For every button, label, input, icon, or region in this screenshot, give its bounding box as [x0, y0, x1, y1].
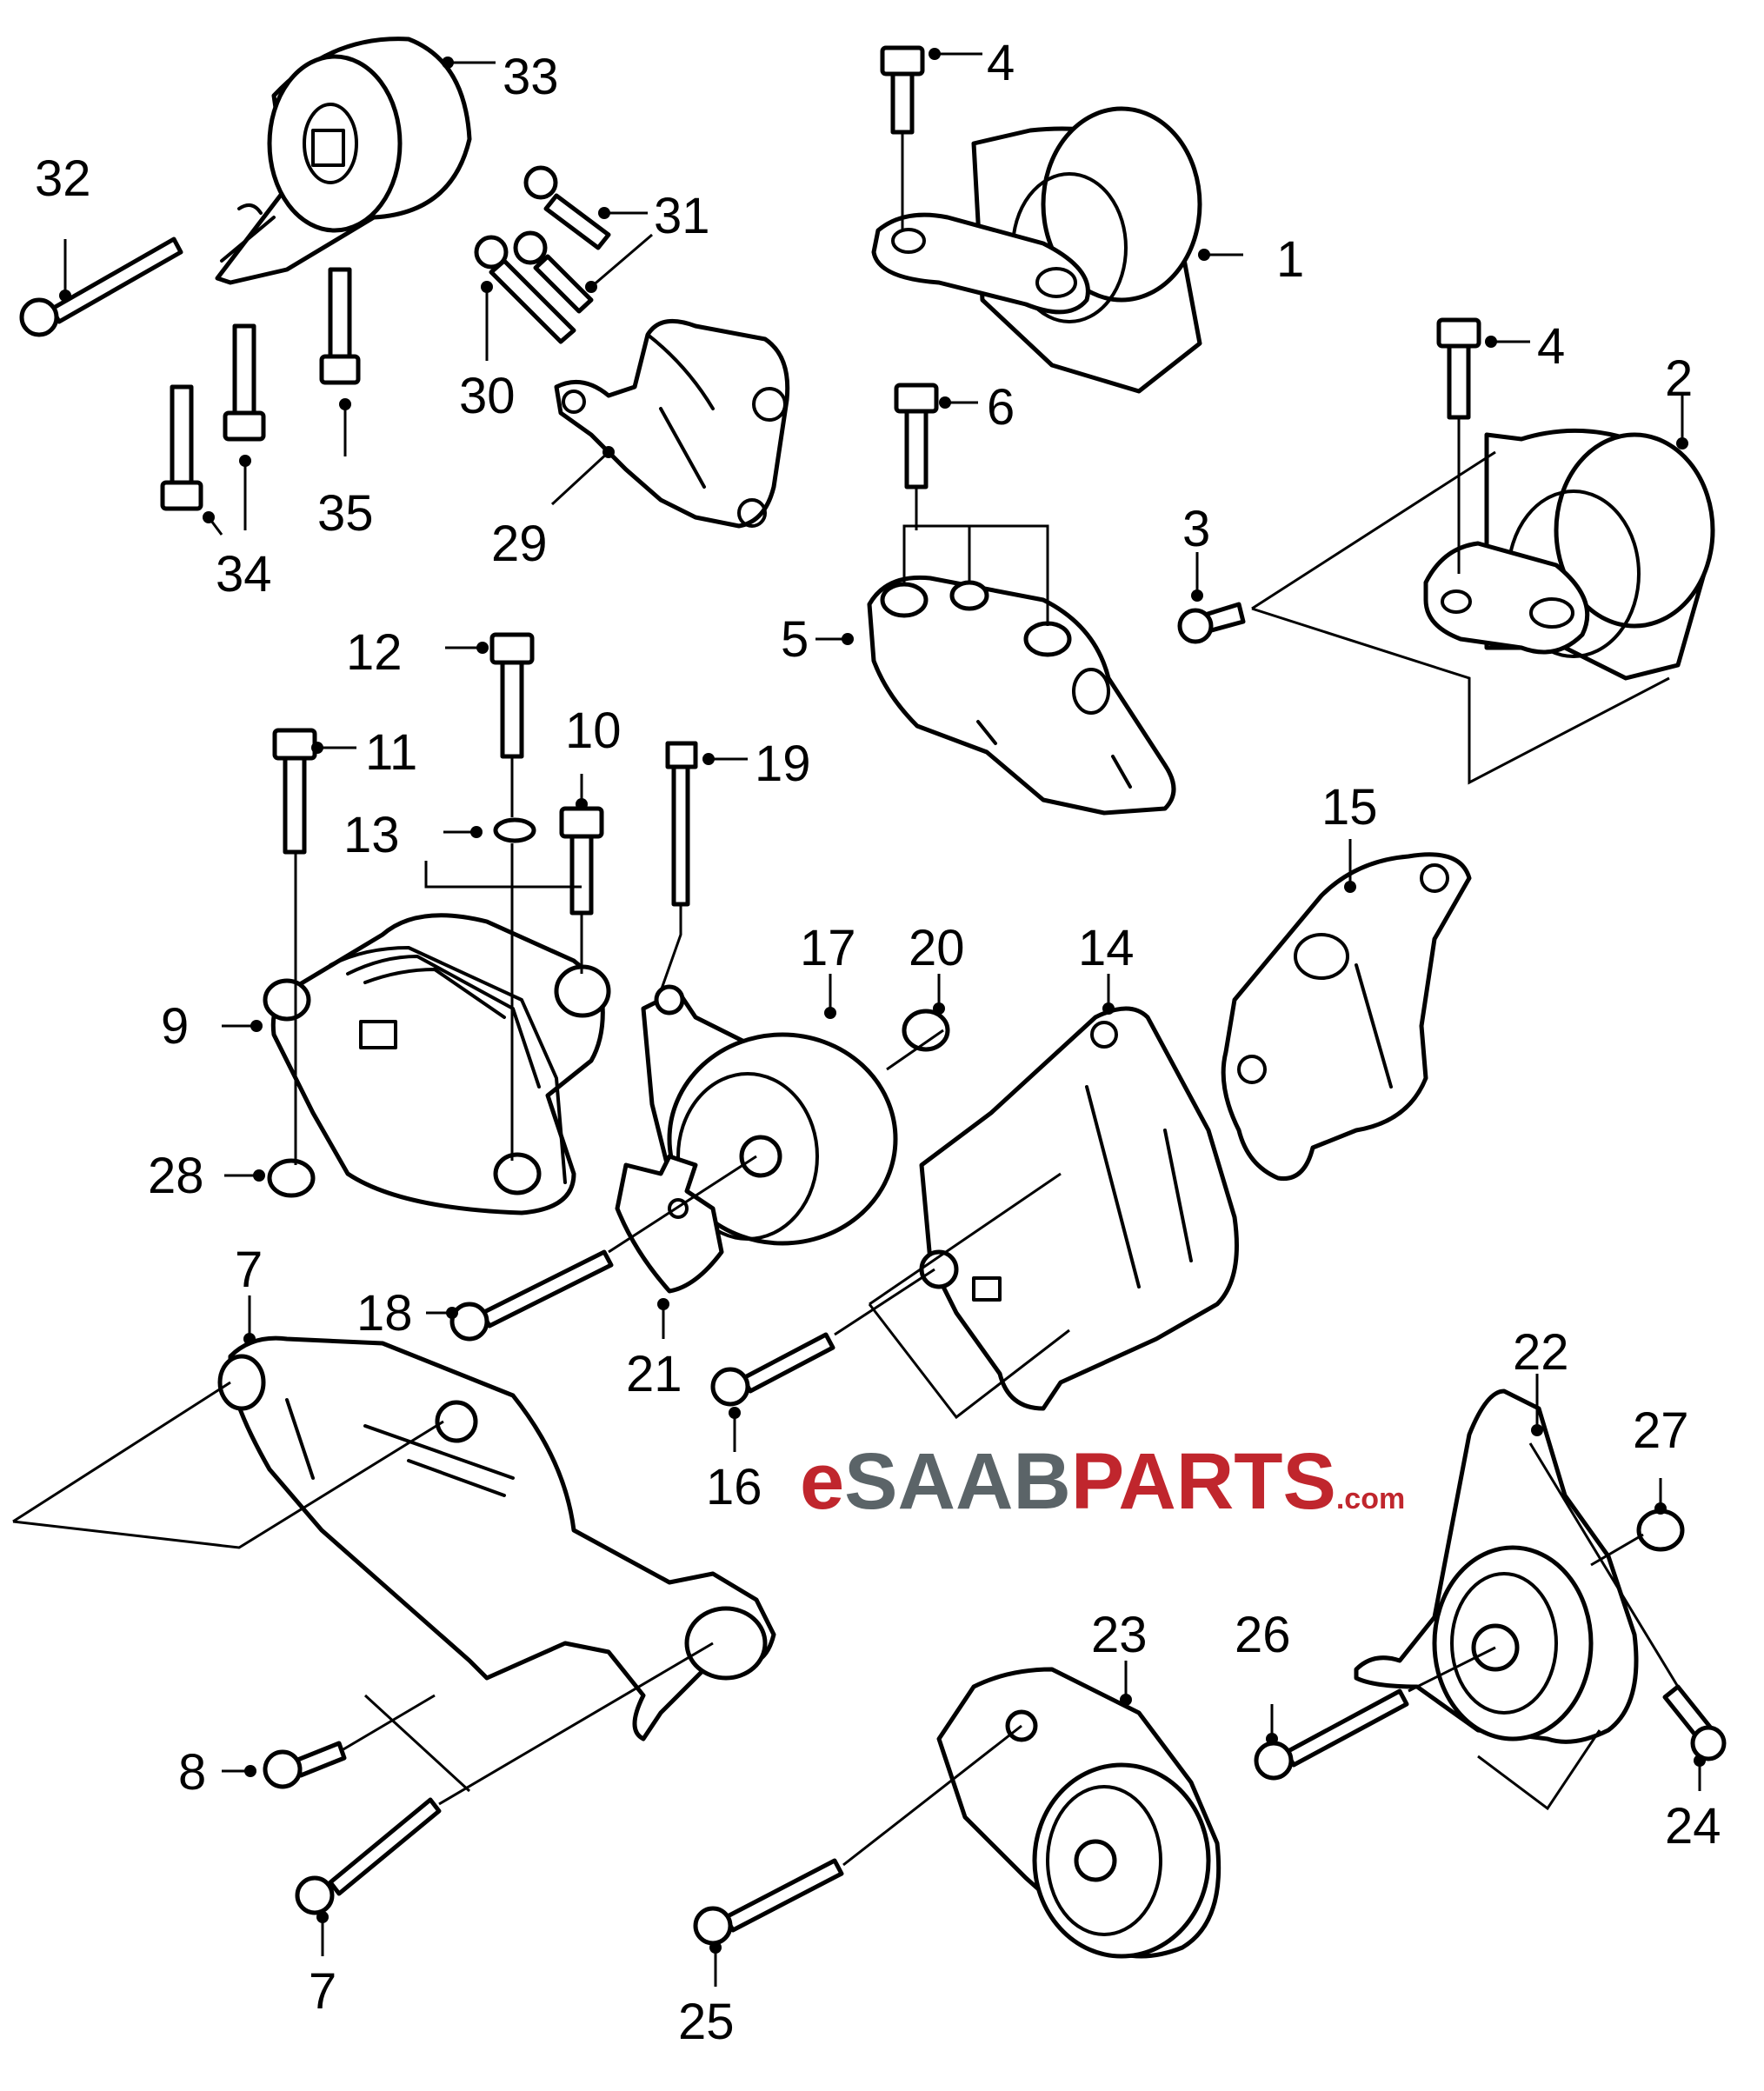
- callout-26: 25: [678, 1994, 735, 2050]
- callout-18: 17: [800, 920, 856, 976]
- bolt-4-top: [890, 69, 915, 135]
- callout-24: 23: [1091, 1607, 1148, 1663]
- callout-35: 34: [216, 546, 272, 603]
- callout-13: 12: [346, 624, 403, 681]
- bolt-19: [480, 1249, 614, 1329]
- callout-14: 13: [343, 807, 400, 863]
- callout-2: 2: [1665, 350, 1693, 407]
- assembly-lines: [12, 130, 1680, 1867]
- callout-36: 35: [317, 485, 374, 542]
- callout-4-top: 4: [987, 35, 1015, 91]
- mount-10: [263, 913, 611, 1215]
- callout-34: 33: [503, 49, 559, 105]
- callout-23: 22: [1513, 1324, 1569, 1381]
- callout-9: 8: [178, 1744, 206, 1801]
- mount-24: [936, 1667, 1221, 1959]
- mount-18: [641, 984, 898, 1246]
- bolt-12: [283, 754, 307, 855]
- callout-29: 28: [148, 1148, 204, 1204]
- logo-saab: SAAB: [844, 1437, 1071, 1526]
- bracket-7: [217, 1335, 776, 1741]
- callout-15: 14: [1078, 920, 1135, 976]
- bolt-8: [328, 1797, 442, 1896]
- callout-25: 24: [1665, 1798, 1721, 1855]
- callout-3: 3: [1182, 501, 1210, 557]
- callout-22: 21: [626, 1346, 682, 1402]
- callout-31: 30: [459, 368, 516, 424]
- bolt-35-a: [232, 323, 256, 424]
- washer-14: [493, 817, 536, 843]
- bolt-11: [569, 832, 594, 916]
- bolt-35-b: [170, 384, 194, 485]
- bracket-30: [554, 318, 790, 529]
- callout-17: 16: [706, 1459, 762, 1515]
- callout-16: 15: [1321, 779, 1378, 836]
- bolt-27: [1284, 1688, 1409, 1768]
- bolt-6: [904, 406, 929, 489]
- callout-6: 6: [987, 379, 1015, 436]
- callout-19: 18: [356, 1285, 413, 1342]
- callout-10: 9: [161, 998, 189, 1055]
- mount-2: [1423, 428, 1715, 681]
- fasteners: [19, 45, 1727, 1946]
- bolt-17: [741, 1332, 835, 1394]
- logo-e: e: [800, 1437, 844, 1526]
- bolt-33: [50, 236, 183, 324]
- bracket-15: [919, 1006, 1239, 1411]
- callout-27: 26: [1235, 1607, 1291, 1663]
- esaabparts-logo: eSAABPARTS.com: [800, 1437, 1405, 1526]
- bolt-36: [328, 267, 352, 368]
- callout-28: 27: [1633, 1402, 1689, 1459]
- mount-1: [871, 106, 1202, 394]
- callout-labels: 33 32 31 30 29 35 34 4 1 4 2 3 6 5 12 11…: [35, 35, 1721, 2050]
- logo-parts: PARTS: [1071, 1437, 1336, 1526]
- callout-1: 1: [1276, 231, 1304, 288]
- callout-8: 7: [309, 1963, 336, 2020]
- callout-4-right: 4: [1537, 318, 1565, 375]
- bolt-13: [500, 658, 524, 759]
- svg-text:eSAABPARTS.com: eSAABPARTS.com: [800, 1437, 1405, 1526]
- callout-32: 31: [654, 188, 710, 244]
- callout-30: 29: [491, 516, 548, 572]
- mount-34: [215, 37, 472, 285]
- mount-23: [1354, 1388, 1639, 1744]
- callout-20: 19: [755, 736, 811, 792]
- shield-22: [615, 1154, 724, 1294]
- callout-7: 7: [235, 1242, 263, 1298]
- bolt-20: [671, 762, 690, 907]
- bolt-32-a: [543, 193, 611, 250]
- callout-5: 5: [781, 611, 809, 668]
- nut-29: [267, 1158, 316, 1198]
- nut-28: [1636, 1508, 1685, 1552]
- bolt-26: [723, 1858, 844, 1933]
- bracket-16: [1221, 852, 1472, 1182]
- bolt-4-right: [1447, 341, 1471, 420]
- bolt-32-b: [533, 254, 594, 314]
- logo-com: .com: [1336, 1482, 1405, 1515]
- nut-21: [902, 1009, 950, 1052]
- callout-33: 32: [35, 150, 91, 207]
- callout-12: 11: [365, 724, 417, 781]
- callout-leaders: [59, 48, 1706, 1987]
- callout-11: 10: [565, 703, 622, 759]
- callout-21: 20: [909, 920, 965, 976]
- bolt-9: [293, 1741, 347, 1778]
- bracket-5: [867, 575, 1176, 816]
